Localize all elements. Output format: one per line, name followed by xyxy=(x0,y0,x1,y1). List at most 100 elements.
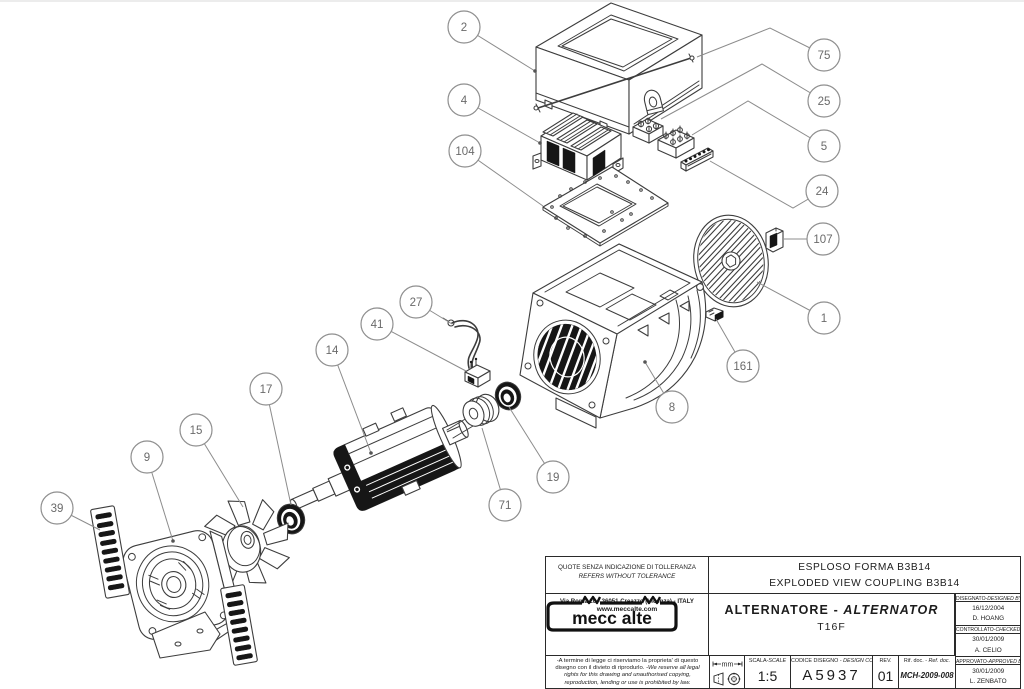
callouts: 2 4 104 75 25 5 24 107 xyxy=(40,10,841,543)
balloon-14: 14 xyxy=(315,333,373,455)
checked-by-date: 30/01/2009 xyxy=(972,636,1005,643)
varistor xyxy=(464,357,491,388)
svg-text:107: 107 xyxy=(813,234,832,246)
balloon-8: 8 xyxy=(643,360,689,424)
revision-cell: REV. 01 xyxy=(873,656,899,689)
drawing-title-it: ESPLOSO FORMA B3B14 xyxy=(798,562,931,573)
revision-label: REV. xyxy=(879,658,892,664)
approved-by-block: APPROVATO-APPROVED BY 30/01/2009 L. ZENB… xyxy=(956,657,1021,689)
design-code-label: CODICE DISEGNO - DESIGN CODE xyxy=(791,658,873,664)
balloon-25: 25 xyxy=(660,63,841,120)
terminal-clip xyxy=(705,307,724,322)
svg-text:75: 75 xyxy=(818,50,831,62)
checked-by-name: A. CELIO xyxy=(956,646,1021,657)
balloon-1: 1 xyxy=(756,281,841,335)
balloon-15: 15 xyxy=(179,413,244,508)
manufacturer-cell: mecc alte Via Roma 20 - 36051 Creazzo (V… xyxy=(546,594,709,656)
design-code-value: A5937 xyxy=(802,667,861,684)
approved-by-label: APPROVATO-APPROVED BY xyxy=(956,657,1021,665)
svg-text:9: 9 xyxy=(144,452,150,464)
cable-grommet xyxy=(643,89,664,116)
designed-by-label: DISEGNATO-DESIGNED BY xyxy=(956,595,1021,602)
reference-doc-value: MCH-2009-008 xyxy=(900,671,954,680)
balloon-107: 107 xyxy=(784,222,840,256)
balloon-19: 19 xyxy=(508,406,570,494)
connector-strip xyxy=(680,147,714,172)
units-projection-cell: mm xyxy=(710,656,745,689)
svg-text:27: 27 xyxy=(410,297,423,309)
bearing-front xyxy=(276,503,306,535)
balloon-17: 17 xyxy=(249,372,292,506)
balloon-24: 24 xyxy=(709,160,839,209)
louver-strip-bottom xyxy=(220,584,258,666)
scale-value: 1:5 xyxy=(757,668,778,684)
balloon-4: 4 xyxy=(447,83,542,145)
balloon-104: 104 xyxy=(448,134,544,207)
fan-grille xyxy=(692,214,770,308)
logo-text: mecc alte xyxy=(572,608,652,628)
coupling-hub xyxy=(462,393,500,427)
balloon-5: 5 xyxy=(691,100,841,163)
scale-cell: SCALA-SCALE 1:5 xyxy=(745,656,791,689)
legal-note-en: -We reserve all legal rights for this dr… xyxy=(564,665,700,686)
svg-text:5: 5 xyxy=(821,141,827,153)
balloon-75: 75 xyxy=(696,27,841,72)
transformer xyxy=(532,112,624,181)
terminal-box-lid xyxy=(535,2,703,135)
bearing-rear xyxy=(494,381,522,411)
balloon-2: 2 xyxy=(447,10,537,73)
scale-label: SCALA-SCALE xyxy=(748,658,787,664)
rotor xyxy=(289,404,469,511)
svg-text:39: 39 xyxy=(51,503,64,515)
legal-note-it: -A termine di legge ci riserviamo la pro… xyxy=(555,658,699,672)
tolerance-note-it: QUOTE SENZA INDICAZIONE DI TOLLERANZA xyxy=(558,564,696,571)
designed-by-name: D. HOANG xyxy=(956,614,1021,626)
designed-by-block: DISEGNATO-DESIGNED BY 16/12/2004 D. HOAN… xyxy=(956,594,1021,626)
svg-text:14: 14 xyxy=(326,345,339,357)
approved-by-name: L. ZENBATO xyxy=(969,678,1007,685)
reference-doc-cell: Rif. doc. - Ref. doc. MCH-2009-008 xyxy=(899,656,955,689)
svg-text:71: 71 xyxy=(499,500,512,512)
product-title: ALTERNATORE - ALTERNATOR xyxy=(724,603,939,617)
revision-value: 01 xyxy=(877,668,894,684)
product-model: T16F xyxy=(817,621,846,633)
balloon-71: 71 xyxy=(481,427,522,522)
svg-text:41: 41 xyxy=(371,319,384,331)
title-block: QUOTE SENZA INDICAZIONE DI TOLLERANZA RE… xyxy=(545,556,1021,689)
approved-by-date: 30/01/2009 xyxy=(972,667,1005,675)
legal-note: -A termine di legge ci riserviamo la pro… xyxy=(546,656,710,689)
drawing-title-en: EXPLODED VIEW COUPLING B3B14 xyxy=(769,577,960,589)
balloon-9: 9 xyxy=(130,440,175,543)
drawing-title: ESPLOSO FORMA B3B14 EXPLODED VIEW COUPLI… xyxy=(709,557,1020,594)
product-title-cell: ALTERNATORE - ALTERNATOR T16F xyxy=(709,594,955,656)
svg-text:25: 25 xyxy=(818,96,831,108)
svg-text:15: 15 xyxy=(190,425,203,437)
louver-strip-left xyxy=(90,505,130,599)
assembly-axis-lines xyxy=(446,417,474,439)
svg-text:161: 161 xyxy=(733,361,752,373)
svg-text:8: 8 xyxy=(669,402,675,414)
lid-tie-rod xyxy=(533,53,695,113)
svg-text:19: 19 xyxy=(547,472,560,484)
svg-text:104: 104 xyxy=(455,146,475,158)
window-top-edge xyxy=(0,0,1024,2)
svg-text:2: 2 xyxy=(461,22,467,34)
balloon-161: 161 xyxy=(715,318,760,383)
balloon-27: 27 xyxy=(399,285,453,325)
front-bracket xyxy=(122,530,244,659)
svg-text:24: 24 xyxy=(816,186,829,198)
design-code-cell: CODICE DISEGNO - DESIGN CODE A5937 xyxy=(791,656,873,689)
checked-by-block: CONTROLLATO-CHECKED BY 30/01/2009 A. CEL… xyxy=(956,626,1021,657)
checked-by-label: CONTROLLATO-CHECKED BY xyxy=(956,627,1021,634)
rubber-grommet xyxy=(765,227,784,253)
signature-column: DISEGNATO-DESIGNED BY 16/12/2004 D. HOAN… xyxy=(955,594,1021,689)
balloon-41: 41 xyxy=(360,307,467,372)
manufacturer-website: www.meccalte.com xyxy=(596,606,658,613)
reference-doc-label: Rif. doc. - Ref. doc. xyxy=(903,658,951,664)
units-label: mm xyxy=(722,662,734,669)
stator-frame xyxy=(519,243,707,429)
balloon-39: 39 xyxy=(40,491,101,531)
terminal-board xyxy=(657,125,695,159)
